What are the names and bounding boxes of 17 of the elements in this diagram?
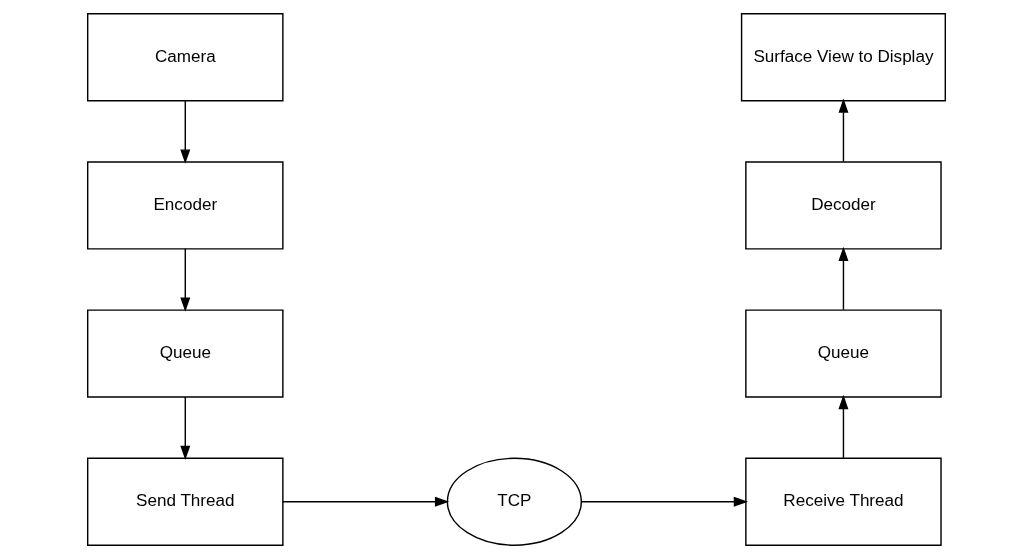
arrow (838, 98, 849, 163)
arrow (180, 100, 191, 164)
node-box: Surface View to Display (740, 13, 946, 102)
arrow (838, 394, 849, 459)
node-ellipse: TCP (446, 457, 583, 546)
node-box: Queue (87, 309, 284, 398)
node-box: Send Thread (87, 457, 284, 546)
node-box: Decoder (745, 161, 942, 250)
node-box: Queue (745, 309, 942, 398)
node-box: Camera (87, 13, 284, 102)
arrow (180, 248, 191, 312)
node-box: Encoder (87, 161, 284, 250)
arrow (838, 246, 849, 311)
arrow (581, 496, 748, 507)
arrow (180, 396, 191, 460)
arrow (282, 496, 450, 507)
node-box: Receive Thread (745, 457, 942, 546)
